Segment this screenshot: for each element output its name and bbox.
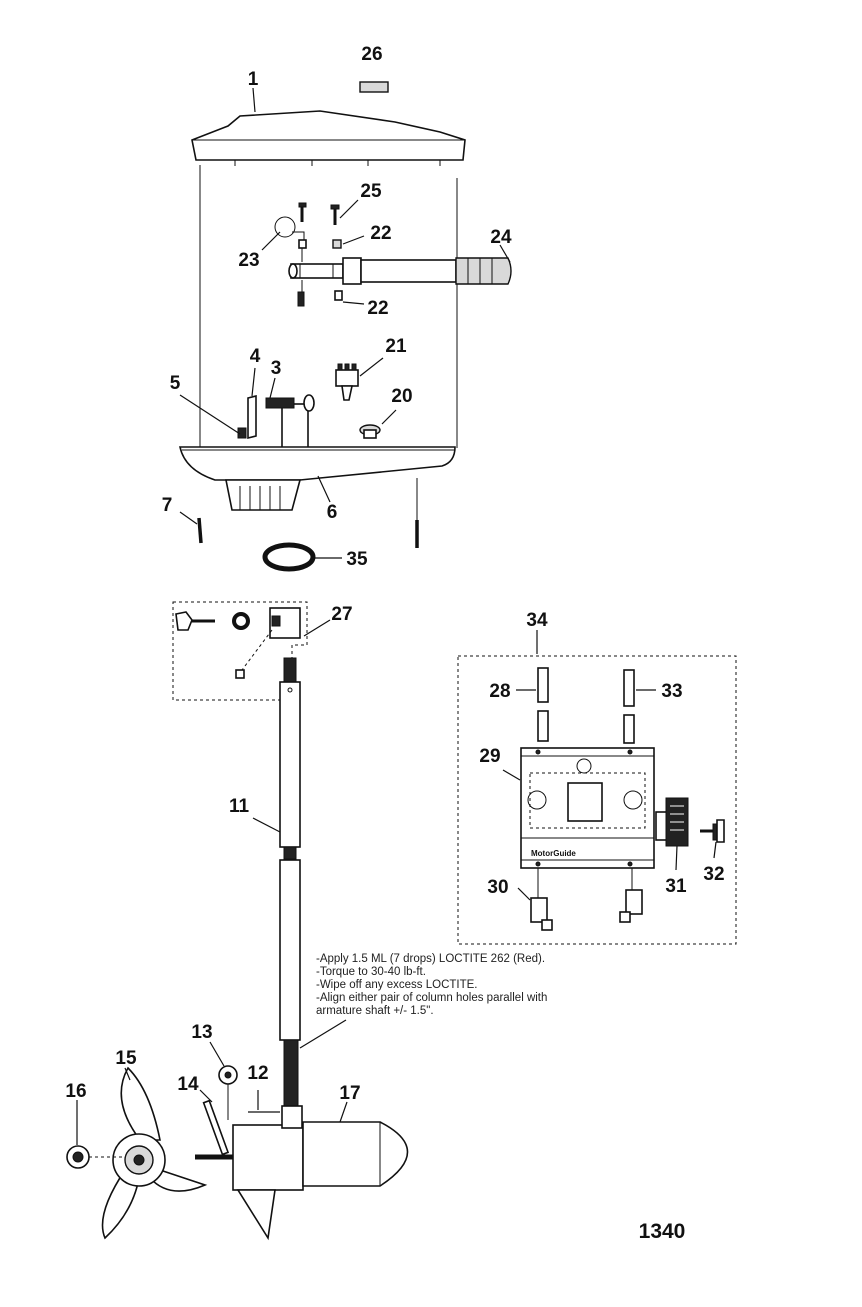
callout-16: 16 — [65, 1081, 86, 1102]
callout-12: 12 — [247, 1063, 268, 1084]
part-13-washer — [218, 1065, 238, 1120]
part-27-collar-group-box — [172, 601, 308, 701]
callout-14: 14 — [177, 1074, 199, 1095]
callout-23: 23 — [238, 250, 259, 271]
callout-7: 7 — [162, 495, 173, 516]
part-27-collar — [175, 607, 301, 679]
callout-5: 5 — [170, 373, 181, 394]
part-3-shaft — [265, 394, 315, 449]
callout-29: 29 — [479, 746, 500, 767]
instruction-line-1: -Apply 1.5 ML (7 drops) LOCTITE 262 (Red… — [316, 953, 545, 965]
part-6-head-housing — [179, 446, 456, 511]
part-22-clip-upper — [332, 239, 342, 249]
callout-30: 30 — [487, 877, 508, 898]
callout-13: 13 — [191, 1022, 212, 1043]
callout-22-upper: 22 — [370, 223, 391, 244]
part-30-terminal-left — [530, 868, 553, 931]
part-31-knob-assembly — [655, 797, 689, 847]
callout-3: 3 — [271, 358, 282, 379]
part-11-column — [279, 657, 301, 1107]
callout-1: 1 — [248, 69, 259, 90]
part-28-lead — [537, 667, 549, 703]
part-35-o-ring — [262, 542, 316, 572]
part-25-screw — [330, 204, 340, 225]
instruction-line-4: -Align either pair of column holes paral… — [316, 992, 547, 1004]
part-34-control-group-box — [457, 655, 737, 945]
part-16-prop-nut — [66, 1145, 122, 1169]
instruction-line-3: -Wipe off any excess LOCTITE. — [316, 979, 477, 991]
part-1-top-cover — [191, 110, 466, 166]
callout-26: 26 — [361, 44, 382, 65]
callout-31: 31 — [665, 876, 687, 897]
part-7-screw-left — [197, 517, 203, 544]
callout-32: 32 — [703, 864, 724, 885]
callout-17: 17 — [339, 1083, 360, 1104]
part-24-tiller-handle — [288, 257, 512, 307]
callout-21: 21 — [385, 336, 407, 357]
part-screw-left — [298, 202, 307, 222]
callout-11: 11 — [229, 796, 250, 817]
callout-24: 24 — [490, 227, 512, 248]
callout-25: 25 — [360, 181, 382, 202]
part-4-bracket — [247, 394, 257, 440]
instruction-line-5: armature shaft +/- 1.5". — [316, 1005, 434, 1017]
callout-28: 28 — [489, 681, 510, 702]
callout-15: 15 — [115, 1048, 137, 1069]
callout-34: 34 — [526, 610, 548, 631]
callout-27: 27 — [331, 604, 352, 625]
callout-22-lower: 22 — [367, 298, 388, 319]
figure-number: 1340 — [639, 1220, 686, 1243]
part-33-lead — [623, 669, 635, 707]
panel-brand-label: MotorGuide — [531, 849, 576, 858]
part-32-knob — [700, 819, 725, 843]
callout-6: 6 — [327, 502, 338, 523]
part-22-clip-lower — [334, 290, 343, 301]
part-20-plug — [359, 424, 381, 439]
part-26-cap — [359, 81, 389, 93]
part-15-propeller — [101, 1066, 208, 1240]
part-30-terminal-right — [619, 868, 643, 923]
part-21-switch — [335, 363, 359, 401]
part-17-motor — [232, 1105, 409, 1241]
part-29-control-box — [520, 747, 655, 869]
part-14-pin — [202, 1099, 230, 1156]
callout-4: 4 — [250, 346, 261, 367]
instruction-line-2: -Torque to 30-40 lb-ft. — [316, 966, 426, 978]
callout-33: 33 — [661, 681, 682, 702]
callout-35: 35 — [346, 549, 368, 570]
callout-20: 20 — [391, 386, 412, 407]
